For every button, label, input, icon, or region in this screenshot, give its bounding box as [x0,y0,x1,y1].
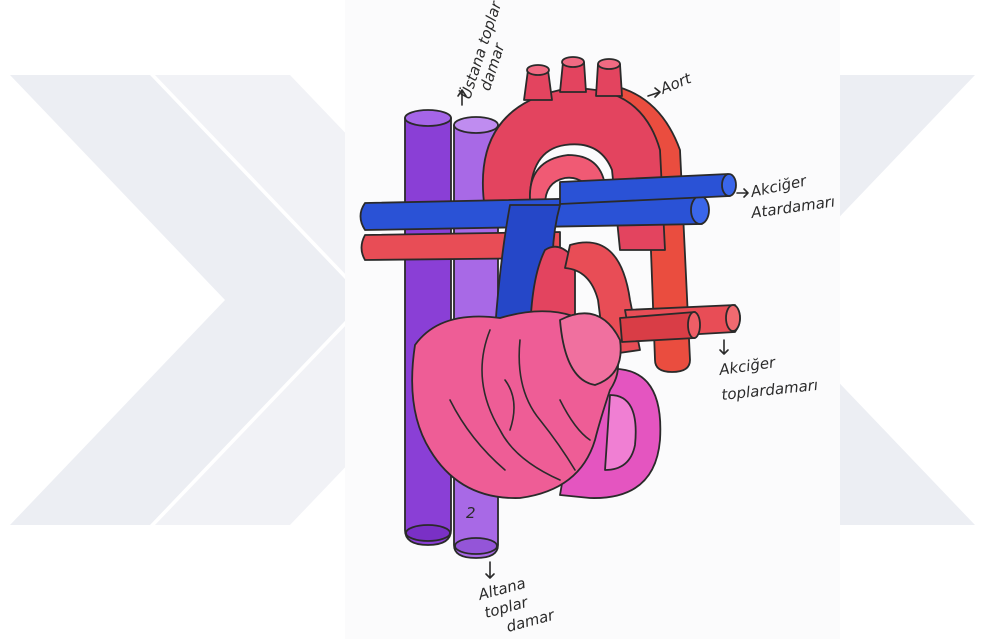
vena-cava-front-top [454,117,498,133]
pulmonary-artery-right-end [722,174,736,196]
vessel-number: 2 [466,504,476,522]
vena-cava-front-bottom [455,538,497,554]
vena-cava-back-top [405,110,451,126]
pulmonary-vein-middle [620,312,699,342]
aorta-branch-3-top [598,59,620,69]
aorta-branch-1-top [527,65,549,75]
pulmonary-vein-lower-end [726,305,740,331]
pulmonary-vein-middle-end [688,312,700,338]
vena-cava-back-bottom [406,525,450,541]
aorta-branch-2-top [562,57,584,67]
pulmonary-artery-left-end [691,196,709,224]
